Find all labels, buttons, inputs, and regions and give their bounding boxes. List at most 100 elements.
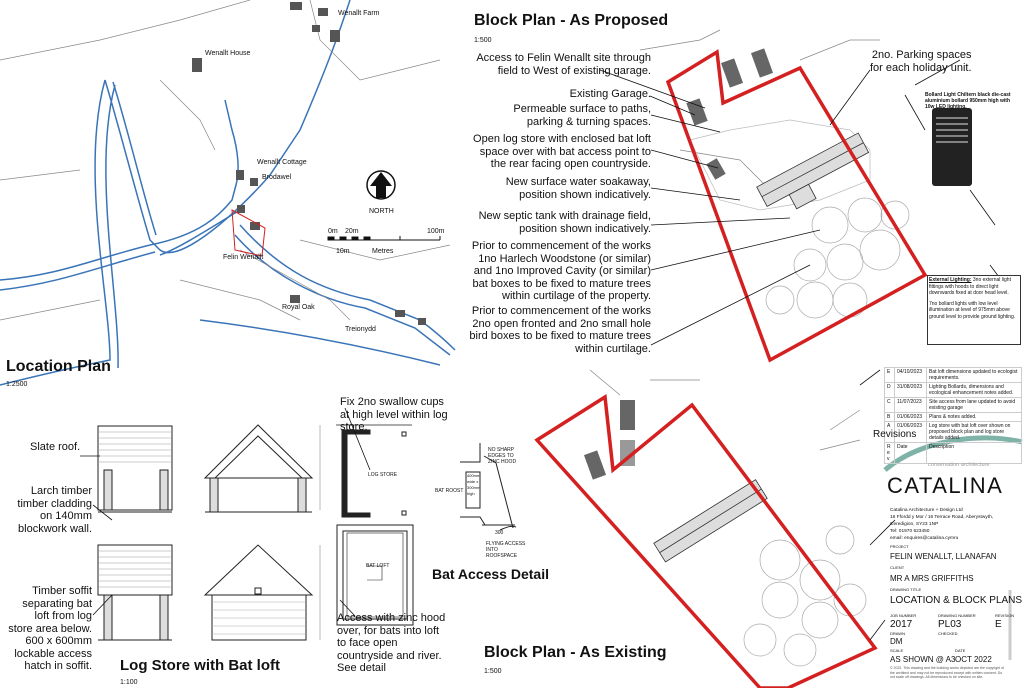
- block-existing-scale: 1:500: [484, 668, 502, 675]
- detail-label: 300: [495, 530, 504, 536]
- detail-label: FLYING ACCESS INTO ROOFSPACE: [486, 541, 526, 559]
- job-number: 2017: [890, 619, 913, 630]
- scale-label: 100m: [427, 228, 445, 235]
- revision-label: REVISION: [995, 613, 1015, 618]
- location-plan-scale: 1:2500: [6, 381, 28, 388]
- drawing-title-label: DRAWING TITLE: [890, 587, 922, 592]
- map-label: Wenallt Farm: [338, 10, 380, 17]
- map-label: Brodawel: [262, 174, 292, 181]
- revision-cell: 04/10/2023: [894, 367, 927, 383]
- note-soakaway: New surface water soakaway,position show…: [505, 176, 651, 201]
- map-label: Wenallt House: [205, 50, 251, 57]
- location-plan-map: [0, 0, 456, 386]
- date-label: DATE: [955, 648, 966, 653]
- revision-cell: 01/06/2023: [894, 412, 927, 422]
- scale-label: SCALE: [890, 648, 904, 653]
- client-name: MR A MRS GRIFFITHS: [890, 574, 974, 583]
- revision-value: E: [995, 619, 1002, 630]
- map-label: Felin Wenallt: [223, 254, 264, 261]
- revision-cell: Date: [894, 442, 927, 464]
- block-proposed-title: Block Plan - As Proposed: [474, 12, 669, 29]
- revision-cell: Log store with bat loft over shown on pr…: [926, 421, 1022, 443]
- client-label: CLIENT: [890, 565, 905, 570]
- map-label: Wenallt Cottage: [257, 159, 307, 166]
- north-arrow-icon: [366, 170, 396, 200]
- log-store-elevations: [97, 424, 321, 641]
- bat-access-detail-drawing: [460, 443, 517, 531]
- map-label: Royal Oak: [282, 304, 315, 311]
- location-plan-title: Location Plan: [6, 358, 111, 375]
- proposed-site-boundary: [665, 49, 928, 363]
- copyright-note: © 2022. This drawing and the building wo…: [890, 666, 1004, 679]
- project-name: FELIN WENALLT, LLANAFAN: [890, 552, 997, 561]
- bollard-light-image: [932, 108, 972, 186]
- plan-label: LOG STORE: [368, 472, 398, 478]
- catalina-logo: CATALINA: [887, 473, 1004, 498]
- revision-cell: 11/07/2023: [894, 397, 927, 413]
- revision-cell: Bat loft dimensions updated to ecologist…: [926, 367, 1022, 383]
- log-store-scale: 1:100: [120, 679, 138, 686]
- bat-detail-title: Bat Access Detail: [432, 566, 549, 582]
- note-garage: Existing Garage.: [569, 88, 651, 100]
- job-label: JOB NUMBER: [890, 613, 917, 618]
- scale-bar: [327, 236, 441, 241]
- drawing-title: LOCATION & BLOCK PLANS: [890, 595, 1023, 606]
- location-plan-field-lines: [0, 0, 451, 321]
- project-label: PROJECT: [890, 544, 909, 549]
- note-permeable: Permeable surface to paths,parking & tur…: [513, 103, 651, 128]
- detail-label: BAT ROOST: [435, 488, 464, 494]
- note-roof: Slate roof.: [30, 441, 81, 453]
- revision-cell: C: [884, 397, 895, 413]
- drawing-no-label: DRAWING NUMBER: [938, 613, 976, 618]
- plan-label: BAT LOFT: [366, 563, 390, 569]
- location-plan-buildings: [192, 2, 426, 325]
- scale-value: AS SHOWN @ A3: [890, 655, 956, 664]
- note-septic: New septic tank with drainage field,posi…: [478, 210, 651, 235]
- revisions-title: Revisions: [873, 429, 917, 440]
- revision-cell: Site access from lane updated to avoid e…: [926, 397, 1022, 413]
- location-site-boundary: [231, 209, 266, 257]
- scale-label: 10m: [336, 248, 350, 255]
- detail-label: 400mm wide x 300mm high: [467, 473, 481, 496]
- revision-cell: B: [884, 412, 895, 422]
- drawn-value: DM: [890, 637, 903, 646]
- external-lighting-box: External Lighting: 3no external light fi…: [927, 275, 1021, 345]
- revision-cell: E: [884, 367, 895, 383]
- drawing-number: PL03: [938, 619, 962, 630]
- revision-cell: Description: [926, 442, 1022, 464]
- block-proposed-scale: 1:500: [474, 37, 492, 44]
- drawn-label: DRAWN: [890, 631, 905, 636]
- log-store-plans: [336, 424, 414, 626]
- leader-lines: [80, 59, 1006, 641]
- revision-cell: Lighting Bollards, dimensions and ecolog…: [926, 382, 1022, 398]
- revision-cell: Rev: [884, 442, 895, 464]
- revision-cell: D: [884, 382, 895, 398]
- bollard-caption: Bollard Light Chiltern black die-cast al…: [925, 92, 1011, 110]
- detail-label: NO SHARP EDGES TO ZINC HOOD: [488, 447, 517, 465]
- log-store-title: Log Store with Bat loft: [120, 657, 280, 674]
- date-value: OCT 2022: [955, 655, 992, 664]
- logo-tagline: conservation architecture: [928, 462, 990, 468]
- checked-label: CHECKED: [938, 631, 958, 636]
- scale-label: 0m: [328, 228, 338, 235]
- block-plan-existing: [534, 369, 878, 688]
- block-existing-title: Block Plan - As Existing: [484, 644, 667, 661]
